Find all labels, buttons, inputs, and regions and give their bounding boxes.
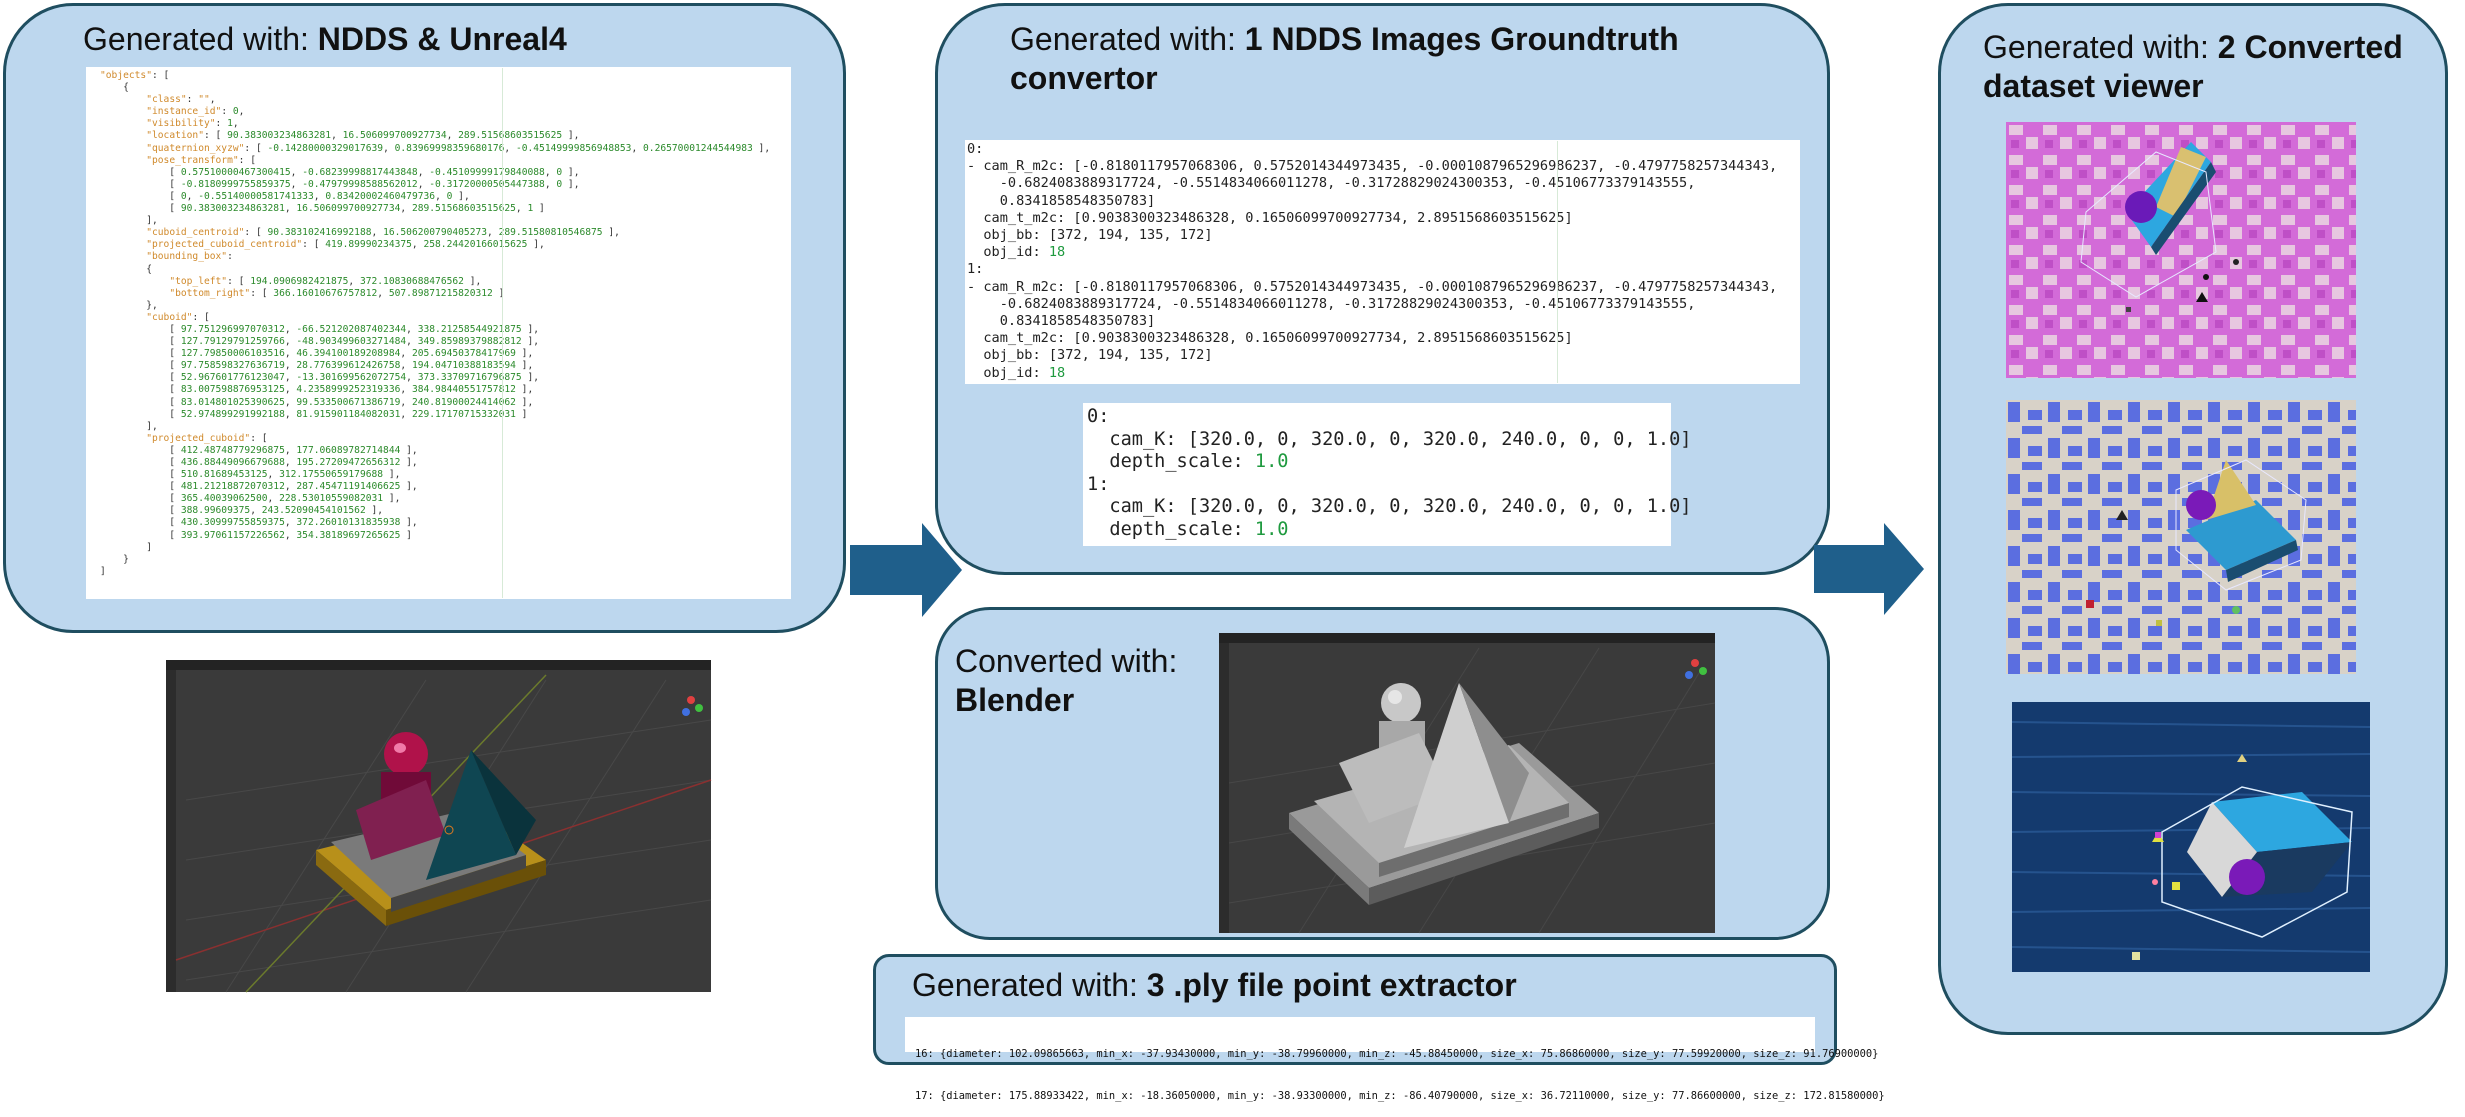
json-line: [ 97.758598327636719, 28.776399612426758…	[100, 360, 534, 372]
json-line: [ 83.007598876953125, 4.2358999252319336…	[100, 384, 534, 396]
viewer-render-3	[2011, 702, 2371, 972]
json-line: {	[100, 82, 129, 94]
viewport-toolbar	[166, 660, 711, 670]
flow-arrow-1	[850, 523, 962, 617]
viewer-render-3-scene	[2011, 721, 2371, 960]
ndds-json-text: "objects": [ { "class": "", "instance_id…	[86, 67, 791, 599]
json-line: "visibility": 1,	[146, 118, 239, 130]
json-line: [ 436.88449096679688, 195.27209472656312…	[100, 457, 418, 468]
json-line: [ -0.8180999755859375, -0.47979998588562…	[100, 178, 580, 190]
blender-tool-sidebar	[1219, 643, 1229, 933]
json-line: },	[100, 299, 158, 311]
yaml-line: 0:	[1087, 406, 1110, 427]
json-line: [ 510.81689453125, 312.17550659179688 ],	[100, 469, 401, 481]
json-line: [ 430.30999755859375, 372.26010131835938…	[100, 517, 418, 529]
json-line: "quaternion_xyzw": [ -0.1428000032901763…	[146, 142, 771, 154]
json-line: "class": "",	[146, 94, 216, 106]
json-line: ],	[100, 215, 158, 227]
json-line: [ 52.967601776123047, -13.30169956207275…	[100, 372, 540, 384]
json-line: "pose_transform": [	[146, 154, 256, 166]
yaml-line: 0.8341858548350783]	[967, 192, 1156, 209]
model-info-line: 16: {diameter: 102.09865663, min_x: -37.…	[915, 1048, 1879, 1060]
yaml-line: cam_t_m2c: [0.9038300323486328, 0.165060…	[967, 330, 1573, 347]
ndds-unreal-title: Generated with: NDDS & Unreal4	[83, 21, 567, 57]
models-info-text: 16: {diameter: 102.09865663, min_x: -37.…	[905, 1017, 1885, 1102]
json-line: [ 481.21218872070312, 287.45471191406625…	[100, 481, 418, 493]
json-line: [ 365.40039062500, 228.53010559082031 ],	[100, 493, 401, 505]
yaml-line: 1:	[1087, 473, 1110, 495]
json-line: ]	[100, 541, 152, 553]
scene-gt-yaml: 0:- cam_R_m2c: [-0.8180117957068306, 0.5…	[965, 140, 1800, 384]
yaml-line: 0:	[967, 141, 984, 157]
yaml-line: obj_bb: [372, 194, 135, 172]	[967, 227, 1213, 244]
json-line: "cuboid_centroid": [ 90.383102416992188,…	[146, 227, 620, 239]
scene-camera-yaml: 0: cam_K: [320.0, 0, 320.0, 0, 320.0, 24…	[1083, 403, 1692, 546]
json-line: "projected_cuboid": [	[146, 432, 268, 444]
json-line: "projected_cuboid_centroid": [ 419.89990…	[146, 239, 545, 251]
model-info-line: 17: {diameter: 175.88933422, min_x: -18.…	[915, 1090, 1885, 1102]
json-line: [ 0, -0.55140000581741333, 0.83420002460…	[100, 190, 470, 202]
viewer-render-2-scene	[2006, 400, 2356, 674]
json-line: "location": [ 90.383003234863281, 16.506…	[146, 130, 580, 142]
json-line: [ 90.383003234863281, 16.506099700927734…	[100, 203, 545, 215]
json-line: [ 52.974899291992188, 81.915901184082031…	[100, 408, 528, 420]
json-line: "cuboid": [	[146, 311, 210, 323]
json-line: [ 393.97061157226562, 354.38189697265625…	[100, 529, 412, 541]
viewer-render-1	[2006, 122, 2356, 378]
yaml-guide-line	[1557, 141, 1558, 383]
flow-arrow-2	[1814, 523, 1924, 615]
json-line: "bottom_right": [ 366.16010676757812, 50…	[169, 287, 505, 299]
json-line: ],	[100, 420, 158, 432]
ply-extractor-title: Generated with: 3 .ply file point extrac…	[912, 967, 1517, 1003]
json-line: "top_left": [ 194.0906982421875, 372.108…	[169, 275, 482, 287]
json-line: [ 97.751296997070312, -66.52120208740234…	[100, 323, 540, 335]
json-line: [ 412.48748779296875, 177.06089782714844…	[100, 444, 418, 456]
unreal-scene	[175, 674, 712, 993]
json-guide-line	[502, 68, 503, 598]
yaml-line: obj_id: 18	[967, 244, 1066, 261]
json-line: [ 127.79129791259766, -48.90349960327148…	[100, 336, 540, 348]
yaml-line: obj_bb: [372, 194, 135, 172]	[967, 347, 1213, 364]
yaml-line: depth_scale: 1.0	[1087, 451, 1289, 473]
blender-scene	[1228, 647, 1716, 934]
yaml-line: - cam_R_m2c: [-0.8180117957068306, 0.575…	[967, 158, 1778, 175]
json-line: [ 388.99609375, 243.52090454101562 ],	[100, 505, 384, 517]
yaml-line: cam_K: [320.0, 0, 320.0, 0, 320.0, 240.0…	[1087, 428, 1692, 450]
json-line: [ 0.57510000467300415, -0.68239998817443…	[100, 166, 580, 178]
json-line: "objects": [	[100, 70, 170, 81]
json-line: }	[100, 553, 129, 565]
dataset-viewer-title: Generated with: 2 Converted dataset view…	[1983, 29, 2403, 105]
unreal-viewport-screenshot	[166, 660, 712, 993]
yaml-line: -0.6824083889317724, -0.5514834066011278…	[967, 175, 1696, 192]
blender-title: Converted with:Blender	[955, 643, 1178, 719]
viewer-render-2	[2006, 400, 2356, 674]
yaml-line: obj_id: 18	[967, 364, 1066, 381]
yaml-line: 1:	[967, 261, 984, 278]
blender-viewport-screenshot	[1219, 633, 1716, 934]
yaml-line: - cam_R_m2c: [-0.8180117957068306, 0.575…	[967, 278, 1778, 295]
groundtruth-convertor-title: Generated with: 1 NDDS Images Groundtrut…	[1010, 21, 1679, 97]
json-line: {	[100, 263, 152, 275]
viewport-tool-sidebar	[166, 670, 176, 992]
json-line: "instance_id": 0,	[146, 106, 245, 118]
yaml-line: -0.6824083889317724, -0.5514834066011278…	[967, 295, 1696, 312]
yaml-line: cam_t_m2c: [0.9038300323486328, 0.165060…	[967, 209, 1573, 226]
json-line: [ 127.79850006103516, 46.394100189208984…	[100, 348, 534, 360]
yaml-line: cam_K: [320.0, 0, 320.0, 0, 320.0, 240.0…	[1087, 496, 1692, 518]
blender-toolbar	[1219, 633, 1715, 643]
json-line: ]	[100, 565, 106, 577]
yaml-line: 0.8341858548350783]	[967, 313, 1156, 330]
json-line: [ 83.014801025390625, 99.533500671386719…	[100, 396, 534, 408]
yaml-line: depth_scale: 1.0	[1087, 518, 1289, 540]
viewer-render-1-scene	[2006, 122, 2356, 378]
json-line: "bounding_box":	[146, 251, 233, 263]
